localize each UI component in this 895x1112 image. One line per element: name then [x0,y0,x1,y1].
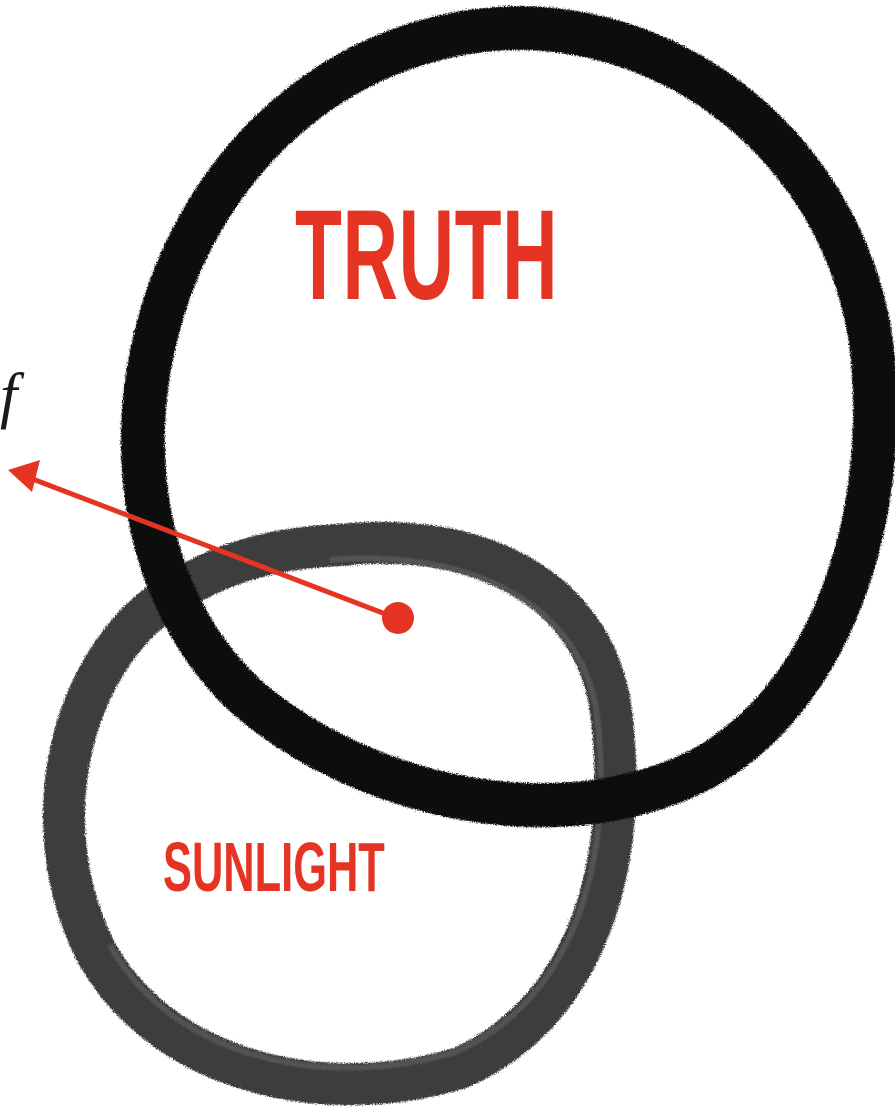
circle-dot-icon [382,602,414,634]
arrow-left-icon [8,460,40,492]
italic-f-fragment: f [0,365,17,427]
truth-circle [143,28,875,816]
truth-word: TRUTH [295,192,558,320]
sunlight-word: SUNLIGHT [163,832,385,902]
